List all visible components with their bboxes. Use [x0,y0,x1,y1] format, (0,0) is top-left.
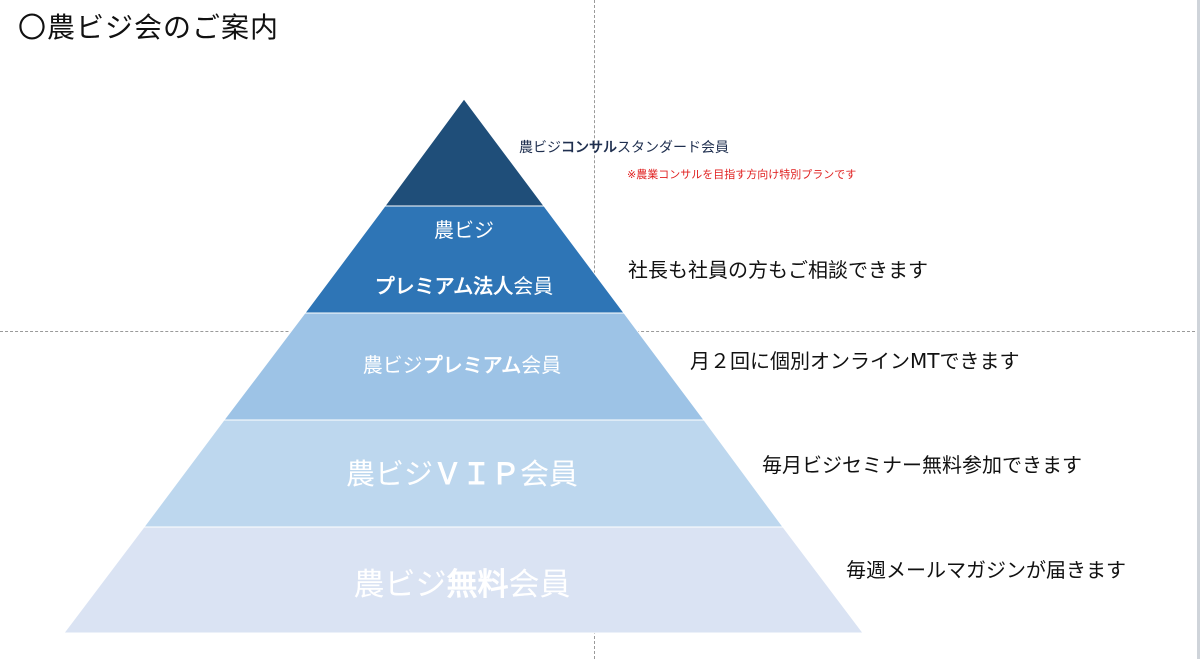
label-suffix: 会員 [508,567,571,603]
label-prefix: 農ビジ [353,567,447,603]
tier-free-label: 農ビジ無料会員 [312,559,612,604]
tier-free-note: 毎週メールマガジンが届きます [846,558,1126,582]
tier-premium-corp-label-line2: プレミアム法人会員 [314,270,614,299]
tier-consult-label: 農ビジコンサルスタンダード会員 [519,137,729,157]
tier-premium-corp-note: 社長も社員の方もご相談できます [628,258,928,282]
label-bold: 無料 [446,567,509,603]
label-prefix: 農ビジ [519,140,561,156]
tier-premium-note: 月２回に個別オンラインMTできます [690,349,1020,373]
label-prefix: 農ビジ [345,457,433,491]
label-prefix: 農ビジ [362,353,423,377]
page-title: 〇農ビジ会のご案内 [18,11,280,44]
label-bold: プレミアム法人 [374,274,514,298]
label-suffix: 会員 [513,274,554,298]
right-edge-bar [1197,0,1200,659]
tier-premium-label: 農ビジプレミアム会員 [312,349,612,378]
tier-premium-corp-label-line1: 農ビジ [434,218,494,242]
tier-free-shape[interactable] [62,526,865,634]
tier-consult-note: ※農業コンサルを目指す方向け特別プランです [627,168,857,181]
tier-vip-note: 毎月ビジセミナー無料参加できます [762,453,1082,477]
label-bold: ＶＩＰ [432,457,520,491]
label-suffix: 会員 [521,353,562,377]
label-bold: プレミアム [422,353,522,377]
tier-vip-label: 農ビジＶＩＰ会員 [312,451,612,493]
label-suffix: スタンダード会員 [617,140,729,156]
label-suffix: 会員 [520,457,579,491]
label-bold: コンサル [561,140,617,156]
